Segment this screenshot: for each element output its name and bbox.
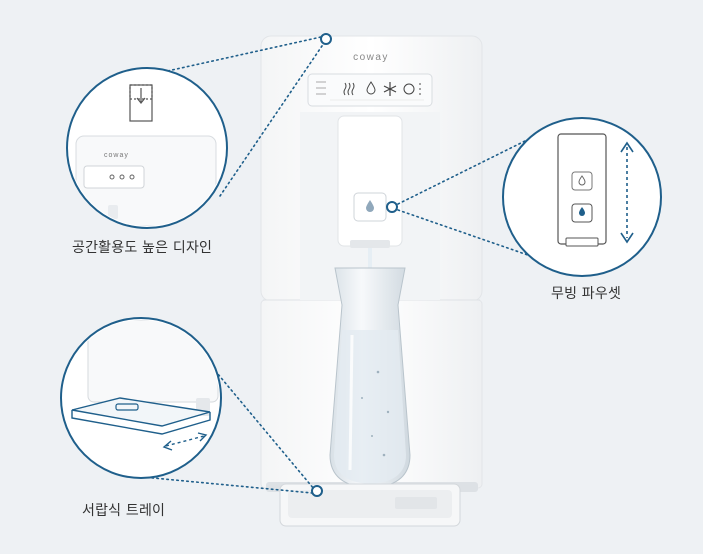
hot-water-icon <box>343 82 355 96</box>
double-arrow-icon <box>620 141 634 244</box>
callout-space-design: coway <box>66 67 228 229</box>
svg-text:coway: coway <box>104 152 129 159</box>
drawer-tray <box>279 483 461 527</box>
faucet-column <box>337 115 403 248</box>
purifier-device: coway <box>260 35 483 527</box>
callout-movable-faucet <box>502 117 662 277</box>
brand-logo: coway <box>353 52 389 63</box>
callout-drawer-tray <box>60 317 222 479</box>
control-panel <box>307 73 433 107</box>
water-drop-icon <box>366 81 376 95</box>
resize-arrow-icon <box>129 84 153 122</box>
power-button-icon <box>403 83 415 95</box>
caption-space-design: 공간활용도 높은 디자인 <box>72 240 213 256</box>
caption-movable-faucet: 무빙 파우셋 <box>551 286 622 302</box>
glass-carafe <box>329 267 411 489</box>
leader-lines <box>131 36 549 494</box>
cold-snowflake-icon <box>383 82 397 96</box>
anchor-points <box>311 33 398 497</box>
caption-drawer-tray: 서랍식 트레이 <box>82 503 166 519</box>
